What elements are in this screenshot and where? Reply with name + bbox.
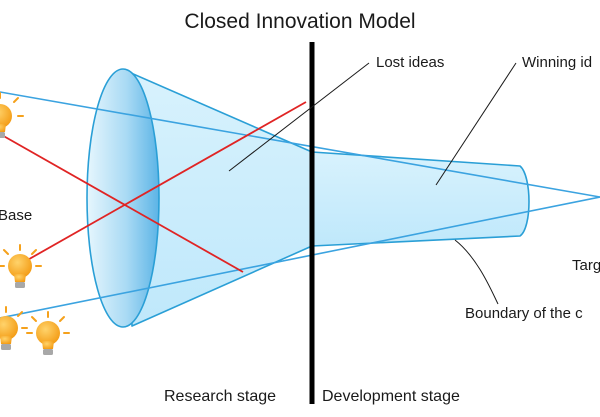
winning-idea-path-bottom bbox=[0, 196, 600, 319]
funnel-mouth bbox=[86, 68, 160, 328]
target-label: Targ bbox=[572, 257, 600, 274]
research-stage-label: Research stage bbox=[164, 388, 277, 405]
boundary-label: Boundary of the c bbox=[465, 305, 583, 322]
lost-idea-path-descending bbox=[0, 133, 244, 273]
lightbulb-icon bbox=[0, 244, 42, 288]
development-stage-label: Development stage bbox=[322, 388, 460, 405]
winning-idea-path-top bbox=[0, 91, 600, 198]
boundary-leader bbox=[454, 239, 499, 305]
knowledge-base-label: Base bbox=[0, 207, 33, 224]
winning-ideas-leader bbox=[435, 62, 517, 186]
diagram-title: Closed Innovation Model bbox=[184, 10, 416, 33]
lost-idea-path-ascending bbox=[23, 101, 307, 263]
lost-ideas-label: Lost ideas bbox=[376, 54, 445, 71]
winning-ideas-label: Winning id bbox=[522, 54, 593, 71]
lost-ideas-leader bbox=[228, 62, 370, 172]
lightbulb-icon bbox=[0, 92, 24, 138]
lightbulb-icon bbox=[26, 311, 70, 355]
lightbulb-icon bbox=[0, 306, 28, 350]
